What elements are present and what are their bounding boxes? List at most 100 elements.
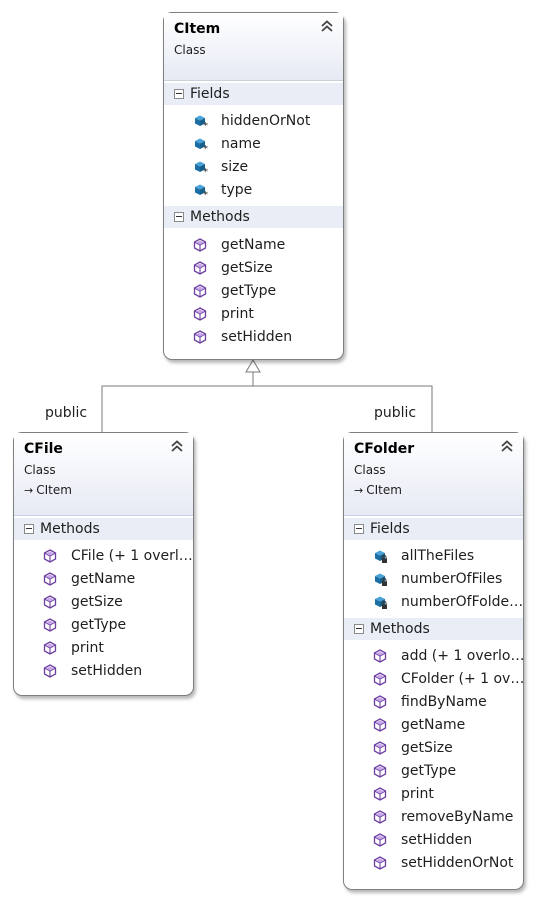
method-icon [372,855,388,871]
method-item[interactable]: findByName [344,691,523,714]
generalization-arrowhead [245,359,261,373]
methods-section-header[interactable]: Methods [164,206,343,228]
methods-section-header[interactable]: Methods [344,618,523,640]
field-name: type [221,182,253,198]
method-icon [372,648,388,664]
field-protected-icon: * [192,136,209,155]
field-item[interactable]: * name [164,133,343,156]
field-item[interactable]: numberOfFiles [344,568,523,591]
class-name: CFolder [354,441,415,457]
method-item[interactable]: print [344,783,523,806]
method-icon [372,832,388,848]
field-name: hiddenOrNot [221,113,311,129]
base-class-name: CItem [366,483,402,497]
collapse-toggle-icon[interactable] [174,89,184,99]
method-name: getName [71,571,136,587]
method-icon [372,717,388,733]
inherits-arrow-icon: → [24,484,34,497]
class-box-cfolder[interactable]: CFolder Class →CItem Fields Methods allT… [343,432,524,890]
fields-section-header[interactable]: Fields [344,518,523,540]
method-name: print [401,786,434,802]
field-name: numberOfFiles [401,571,503,587]
double-chevron-up-icon[interactable] [320,19,334,33]
method-icon [372,763,388,779]
svg-text:*: * [204,122,209,132]
field-private-icon [372,571,388,587]
method-item[interactable]: add (+ 1 overlo… [344,645,525,668]
field-item[interactable]: *type [164,179,343,202]
method-icon [372,671,388,687]
method-item[interactable]: CFile (+ 1 overl… [14,545,193,568]
collapse-toggle-icon[interactable] [354,524,364,534]
collapse-toggle-icon[interactable] [24,524,34,534]
class-box-citem[interactable]: CItem Class Fields Methods *hiddenOrNot*… [163,12,344,360]
field-protected-icon: * [192,113,209,132]
method-item[interactable]: print [164,303,343,326]
class-kind: Class [24,463,56,477]
method-name: getSize [221,260,273,276]
field-name: allTheFiles [401,548,475,564]
method-icon [372,786,388,802]
method-item[interactable]: setHiddenOrNot [344,852,523,875]
method-icon [372,740,388,756]
svg-text:*: * [204,168,209,178]
method-item[interactable]: getSize [164,257,343,280]
method-name: getName [401,717,466,733]
svg-text:*: * [204,145,209,155]
collapse-toggle-icon[interactable] [174,212,184,222]
method-item[interactable]: print [14,637,193,660]
field-protected-icon: * [192,159,209,178]
fields-section-header[interactable]: Fields [164,83,343,105]
field-name: size [221,159,249,175]
method-icon [42,594,58,610]
method-name: add (+ 1 overlo… [401,648,525,664]
field-item[interactable]: allTheFiles [344,545,523,568]
method-item[interactable]: getType [164,280,343,303]
method-icon [192,237,208,253]
field-private-icon [372,594,388,610]
method-item[interactable]: getName [344,714,523,737]
method-item[interactable]: removeByName [344,806,523,829]
field-item[interactable]: * size [164,156,343,179]
connector-label-left: public [45,405,88,421]
class-header: CFile Class →CItem [14,433,193,516]
section-label: Methods [40,521,100,537]
method-name: removeByName [401,809,514,825]
field-item[interactable]: * hiddenOrNot [164,110,343,133]
method-icon [42,640,58,656]
method-icon [42,571,58,587]
method-item[interactable]: getName [164,234,343,257]
double-chevron-up-icon[interactable] [170,439,184,453]
method-item[interactable]: setHidden [14,660,193,683]
method-name: findByName [401,694,487,710]
inherits-arrow-icon: → [354,484,364,497]
method-name: print [71,640,104,656]
method-item[interactable]: setHidden [344,829,523,852]
method-name: getType [221,283,277,299]
connector-label-right: public [374,405,417,421]
method-name: getSize [71,594,123,610]
method-item[interactable]: getName [14,568,193,591]
method-item[interactable]: getType [344,760,523,783]
double-chevron-up-icon[interactable] [500,439,514,453]
section-label: Fields [370,521,410,537]
field-name: numberOfFolde… [401,594,524,610]
methods-section-header[interactable]: Methods [14,518,193,540]
field-private-icon [372,548,388,564]
method-name: getName [221,237,286,253]
method-item[interactable]: getSize [14,591,193,614]
class-name: CItem [174,21,221,37]
field-item[interactable]: numberOfFolde… [344,591,523,614]
method-item[interactable]: CFolder (+ 1 ov… [344,668,525,691]
field-name: name [221,136,261,152]
method-item[interactable]: getType [14,614,193,637]
class-box-cfile[interactable]: CFile Class →CItem Methods CFile (+ 1 ov… [13,432,194,696]
method-item[interactable]: setHidden [164,326,343,349]
method-name: print [221,306,254,322]
method-icon [192,260,208,276]
method-name: CFolder (+ 1 ov… [401,671,525,687]
method-name: setHidden [401,832,473,848]
collapse-toggle-icon[interactable] [354,624,364,634]
method-item[interactable]: getSize [344,737,523,760]
